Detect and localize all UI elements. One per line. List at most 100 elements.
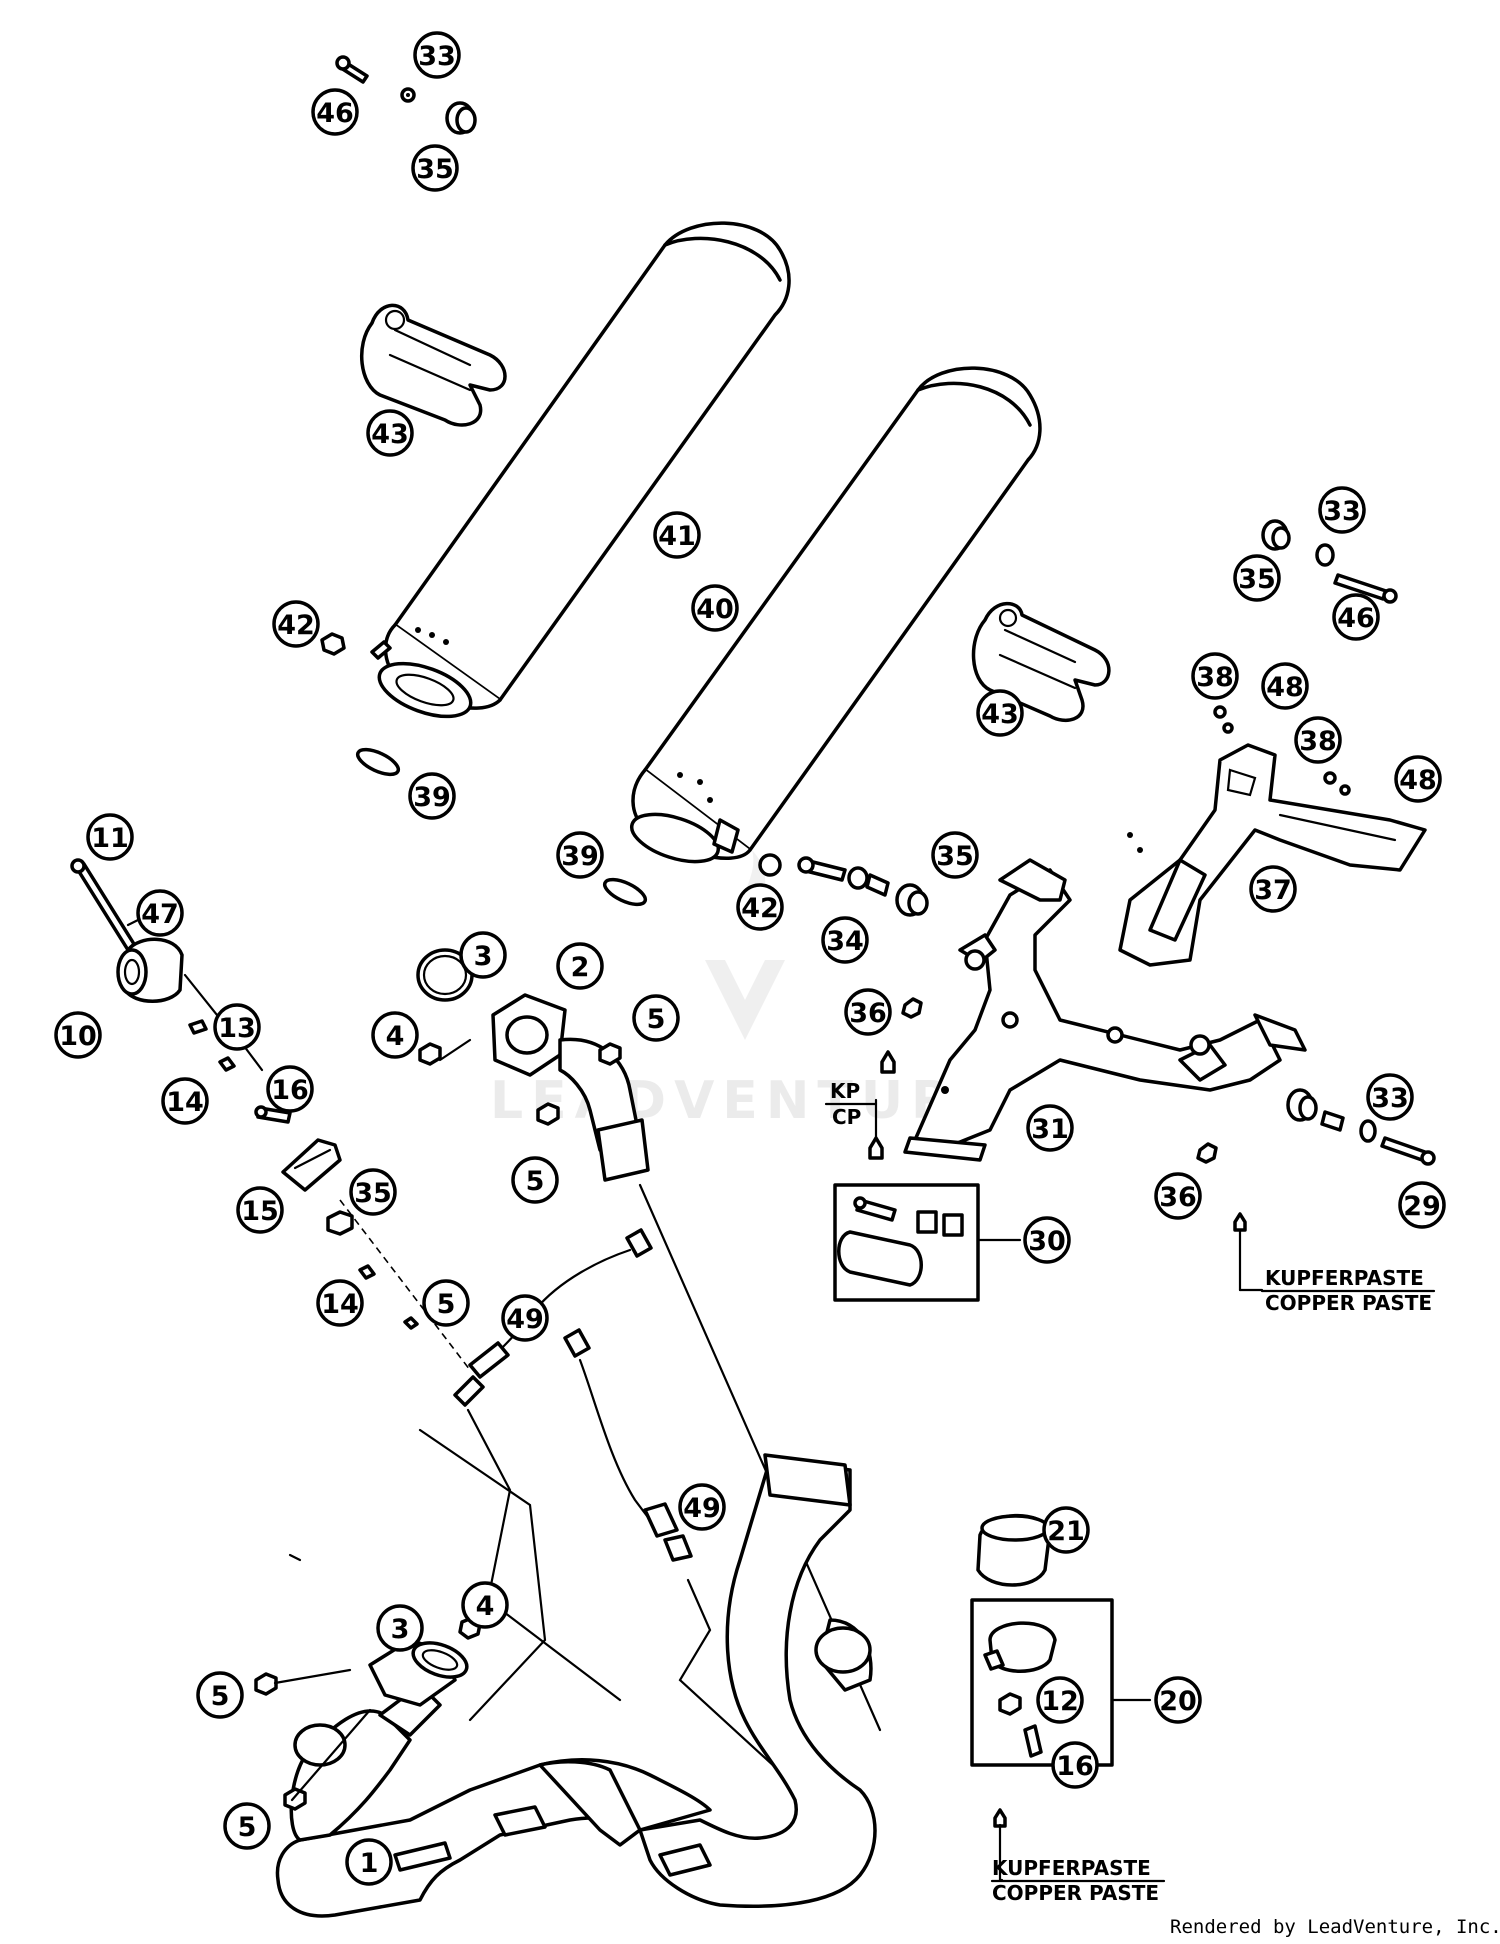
callout-number: 43 <box>981 699 1019 730</box>
callout-ring <box>366 409 414 457</box>
callout-14-lower: 14 <box>316 1279 364 1327</box>
callout-ring <box>161 1077 209 1125</box>
copper-paste-label-bottom: COPPER PASTE <box>992 1881 1159 1905</box>
callout-ring <box>196 1671 244 1719</box>
callout-ring <box>1233 554 1281 602</box>
callout-ring <box>54 1011 102 1059</box>
callout-number: 14 <box>321 1289 359 1320</box>
callout-number: 35 <box>1238 564 1276 595</box>
hardware-lower-right <box>1286 1088 1436 1166</box>
callout-ring <box>844 988 892 1036</box>
callout-ring <box>736 883 784 931</box>
callout-ring <box>223 1802 271 1850</box>
callout-number: 48 <box>1266 672 1304 703</box>
copper-paste-note-bottom: KUPFERPASTE COPPER PASTE <box>990 1823 1166 1905</box>
screw-36-left <box>901 997 923 1019</box>
callout-number: 48 <box>1399 765 1437 796</box>
callout-ring <box>632 994 680 1042</box>
callout-number: 36 <box>849 998 887 1029</box>
callout-number: 33 <box>1323 496 1361 527</box>
callout-49-right: 49 <box>678 1483 726 1531</box>
callout-ring <box>422 1279 470 1327</box>
callout-46-top: 46 <box>311 88 359 136</box>
kp-cp-note: KP CP <box>824 1079 878 1142</box>
callout-35-top: 35 <box>411 144 459 192</box>
callout-48-upper: 48 <box>1261 662 1309 710</box>
callout-number: 11 <box>91 823 129 854</box>
credit-text: Rendered by LeadVenture, Inc. <box>1170 1916 1500 1938</box>
callout-39-mid: 39 <box>556 831 604 879</box>
callout-48-lower: 48 <box>1394 755 1442 803</box>
callout-number: 46 <box>316 98 354 129</box>
callout-ring <box>316 1279 364 1327</box>
callout-5-bl-upper: 5 <box>196 1671 244 1719</box>
callout-ring <box>459 931 507 979</box>
lambda-sensor-right <box>563 1328 693 1562</box>
callout-21: 21 <box>1042 1506 1090 1554</box>
callout-35-right: 35 <box>1233 554 1281 602</box>
muffler-40 <box>630 366 1042 864</box>
callout-12: 12 <box>1036 1676 1084 1724</box>
callout-42-mid: 42 <box>736 883 784 931</box>
callout-ring <box>213 1003 261 1051</box>
washer-48-lower <box>1339 784 1351 796</box>
callout-ring <box>976 689 1024 737</box>
callout-number: 33 <box>418 41 456 72</box>
callout-14-upper: 14 <box>161 1077 209 1125</box>
callout-number: 37 <box>1254 875 1292 906</box>
callout-number: 30 <box>1028 1226 1066 1257</box>
callout-ring <box>345 1838 393 1886</box>
copper-paste-note-right: KUPFERPASTE COPPER PASTE <box>1238 1228 1436 1315</box>
callout-43-right: 43 <box>976 689 1024 737</box>
callout-ring <box>1398 1181 1446 1229</box>
kit-30 <box>833 1183 1022 1302</box>
callout-3-lower: 3 <box>376 1604 424 1652</box>
stud-copper-bottom <box>993 1808 1007 1828</box>
callout-number: 14 <box>166 1087 204 1118</box>
callout-number: 35 <box>416 154 454 185</box>
callout-ring <box>236 1186 284 1234</box>
callout-number: 39 <box>561 841 599 872</box>
callout-ring <box>1036 1676 1084 1724</box>
callout-number: 15 <box>241 1196 279 1227</box>
callout-5-upper: 5 <box>632 994 680 1042</box>
callout-number: 3 <box>391 1614 410 1645</box>
flange-upper <box>416 948 650 1182</box>
callout-ring <box>86 813 134 861</box>
callout-ring <box>1394 755 1442 803</box>
callout-20: 20 <box>1154 1676 1202 1724</box>
callout-number: 46 <box>1337 603 1375 634</box>
kupferpaste-label-bottom: KUPFERPASTE <box>992 1856 1151 1880</box>
callout-number: 16 <box>271 1075 309 1106</box>
callout-11: 11 <box>86 813 134 861</box>
callout-ring <box>1191 652 1239 700</box>
kupferpaste-label: KUPFERPASTE <box>1265 1266 1424 1290</box>
screw-38-upper <box>1213 705 1227 719</box>
callout-42-left: 42 <box>272 600 320 648</box>
callout-ring <box>931 831 979 879</box>
callout-ring <box>556 831 604 879</box>
callout-15: 15 <box>236 1186 284 1234</box>
callout-number: 10 <box>59 1021 97 1052</box>
callout-33-right: 33 <box>1318 486 1366 534</box>
callout-ring <box>1026 1104 1074 1152</box>
callout-number: 33 <box>1371 1083 1409 1114</box>
callout-5-left: 5 <box>422 1279 470 1327</box>
callout-10: 10 <box>54 1011 102 1059</box>
callout-43-left: 43 <box>366 409 414 457</box>
callout-ring <box>678 1483 726 1531</box>
callout-ring <box>1249 865 1297 913</box>
muffler-bracket-left <box>359 303 507 427</box>
screw-36-right <box>1196 1142 1218 1164</box>
callout-ring <box>371 1011 419 1059</box>
lambda-sensor-left <box>453 1228 653 1407</box>
hardware-middle <box>797 856 929 917</box>
leader-lines <box>418 1183 882 1792</box>
callout-ring <box>1042 1506 1090 1554</box>
callout-ring <box>556 942 604 990</box>
callout-number: 5 <box>437 1289 456 1320</box>
callout-number: 49 <box>506 1304 544 1335</box>
clamp-assembly-left <box>70 858 471 1371</box>
callout-number: 41 <box>658 521 696 552</box>
